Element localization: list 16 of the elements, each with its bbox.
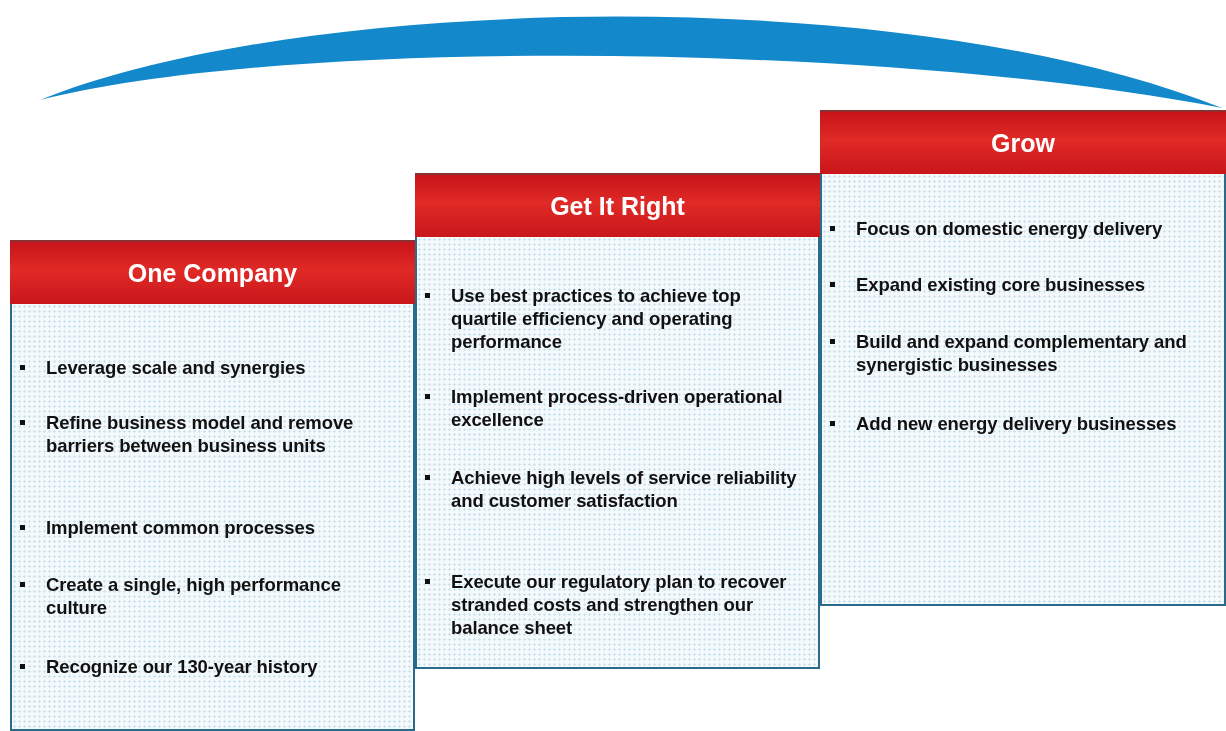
bullet-text: Refine business model and remove barriers between business units: [46, 412, 354, 456]
bullet-text: Use best practices to achieve top quartile efficiency and operating performance: [451, 285, 741, 352]
bullet-text: Build and expand complementary and synergistic businesses: [856, 331, 1187, 375]
bullet-text: Recognize our 130-year history: [46, 656, 318, 677]
bullet-text: Achieve high levels of service reliability and customer satisfaction: [451, 467, 797, 511]
bullet-text: Implement process-driven operational excellence: [451, 386, 783, 430]
bullet-text: Focus on domestic energy delivery: [856, 218, 1163, 239]
column-heading: One Company: [10, 240, 415, 304]
bullet-text: Expand existing core businesses: [856, 274, 1145, 295]
bullet-text: Add new energy delivery businesses: [856, 413, 1177, 434]
column-heading: Get It Right: [415, 173, 820, 237]
bullet-text: Leverage scale and synergies: [46, 357, 306, 378]
bullet-text: Execute our regulatory plan to recover stranded costs and strengthen our balance sheet: [451, 571, 787, 638]
bullet-text: Create a single, high performance culture: [46, 574, 341, 618]
bullet-text: Implement common processes: [46, 517, 315, 538]
column-heading: Grow: [820, 110, 1226, 174]
